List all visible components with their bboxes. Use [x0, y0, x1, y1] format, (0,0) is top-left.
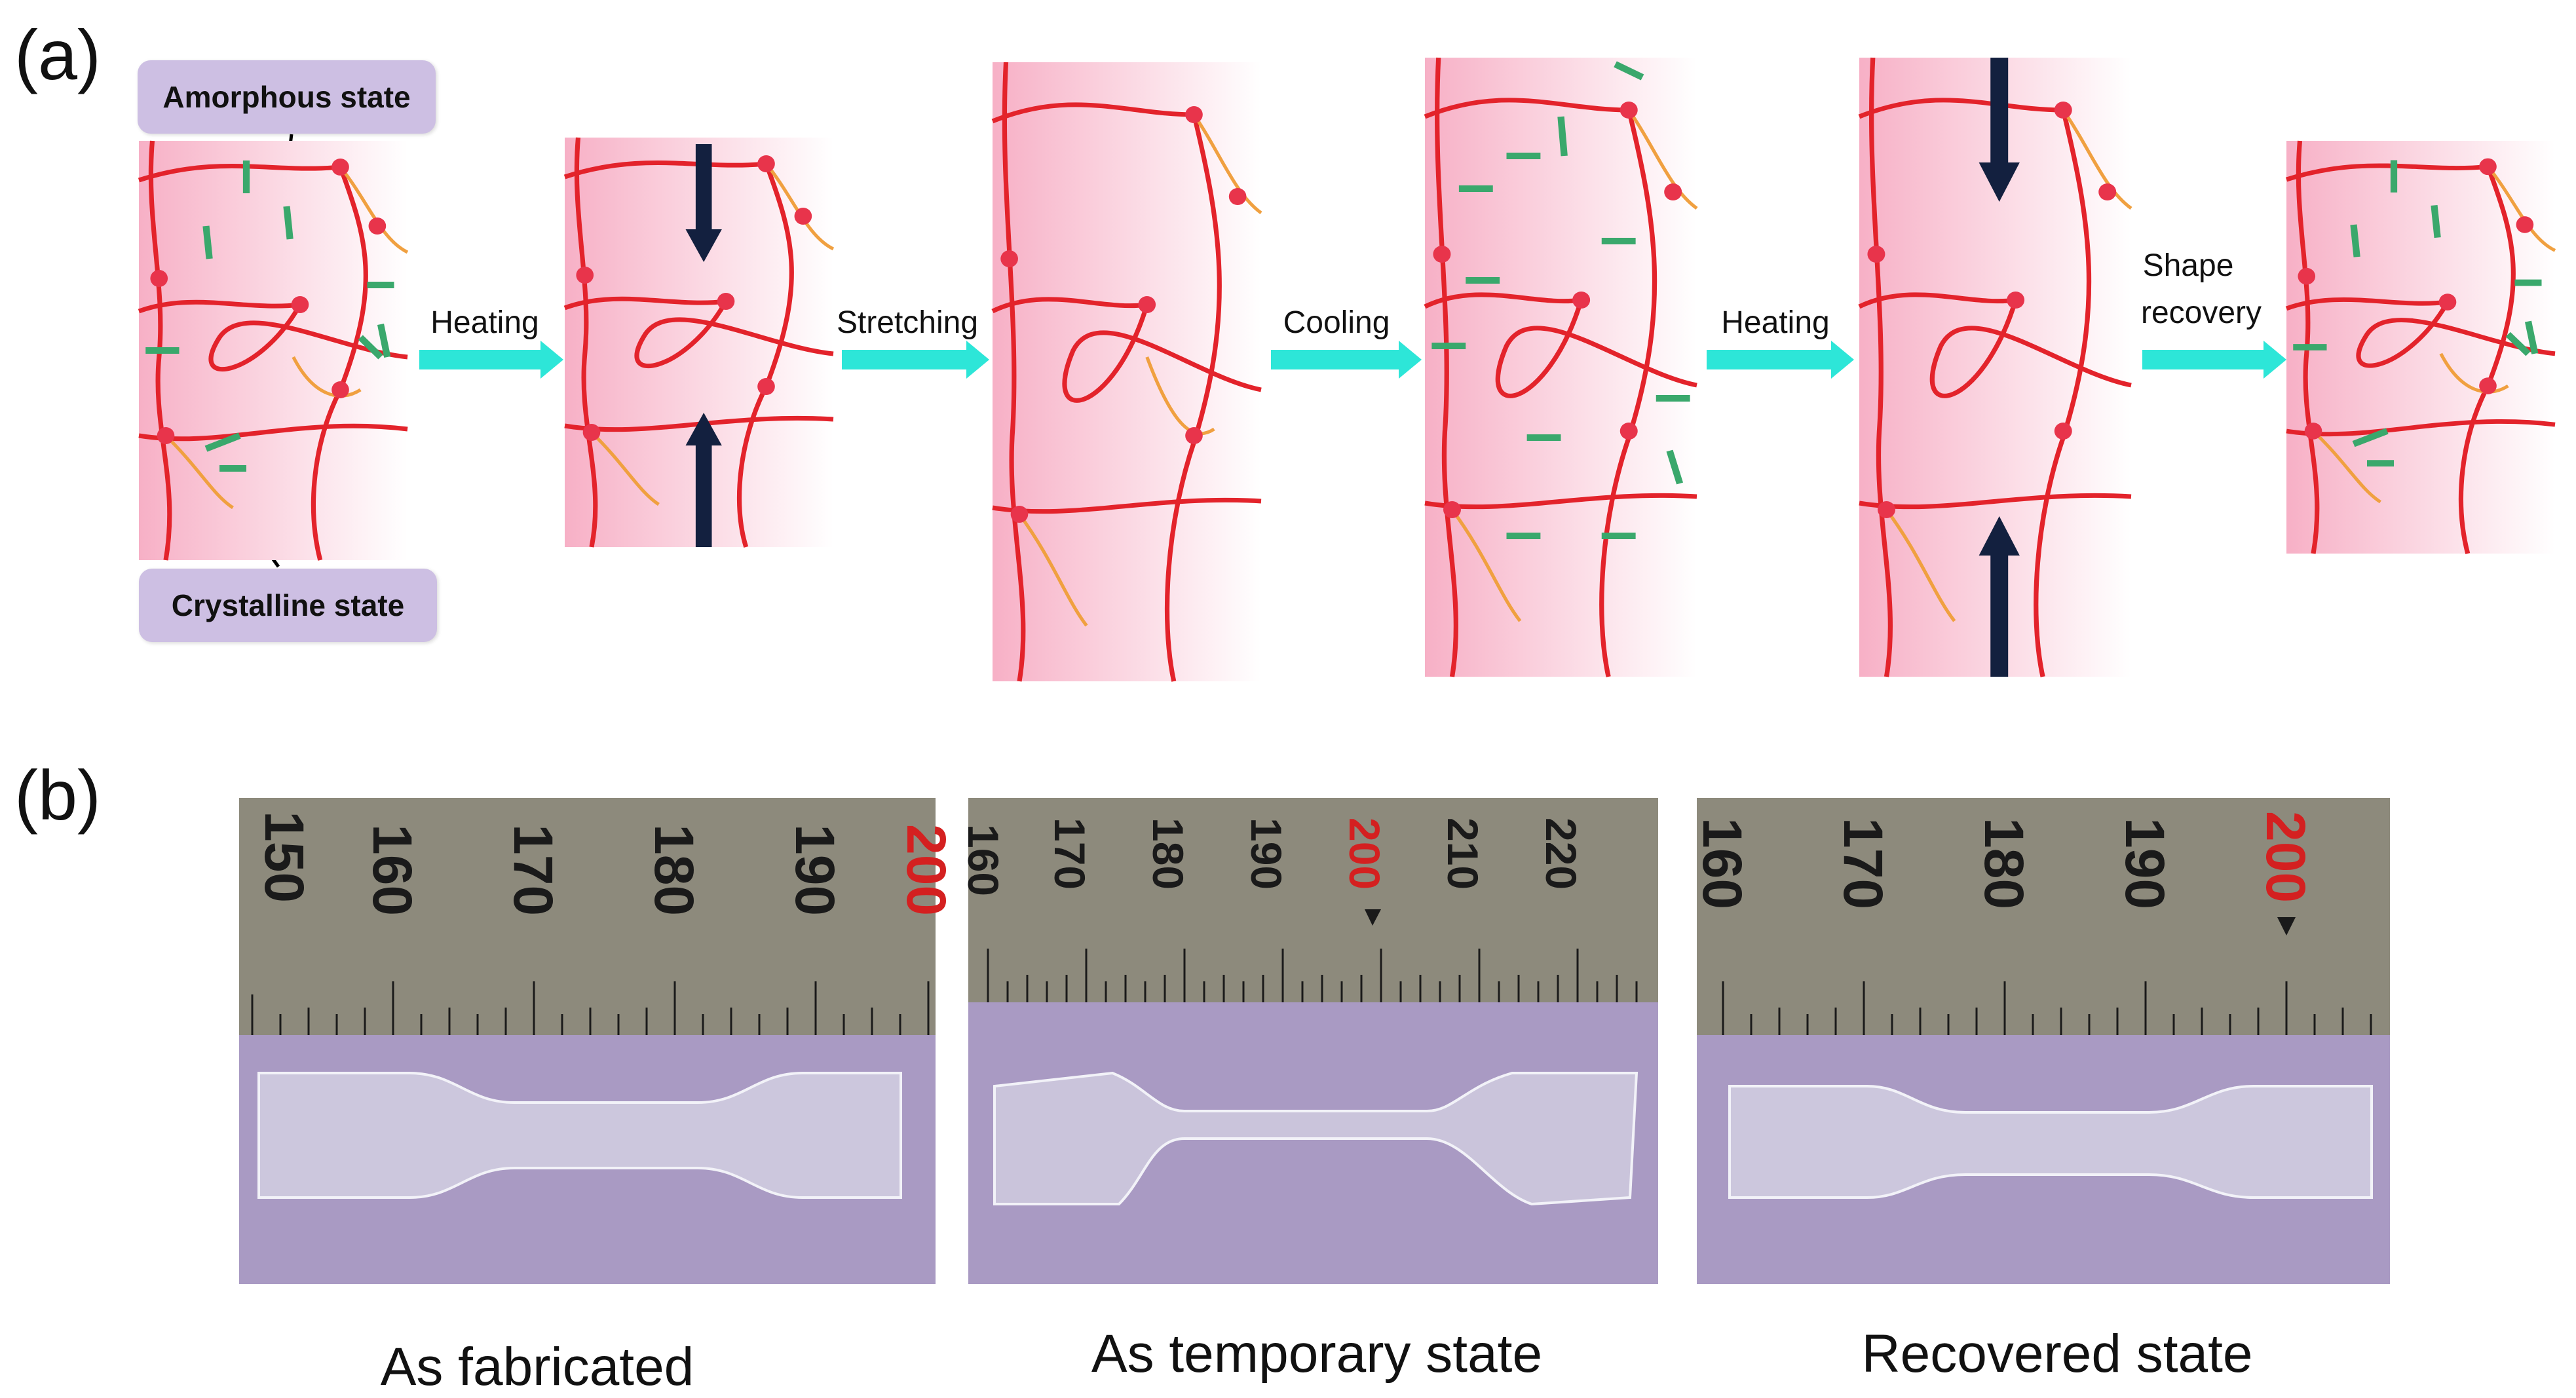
- photo-as-fabricated: 150 160 170 180 190 200: [239, 798, 957, 1284]
- tick-label: 160: [1692, 818, 1753, 909]
- tick-label: 170: [1046, 818, 1094, 890]
- step-label-recovery: recovery: [2140, 295, 2262, 330]
- specimen: [993, 1071, 1638, 1206]
- tick-label-highlight: 200: [896, 824, 957, 916]
- tick-label: 170: [502, 824, 564, 916]
- network-initial: [138, 140, 409, 561]
- tick-label: 160: [362, 824, 423, 916]
- compress-arrows: [1979, 58, 2020, 677]
- amorphous-state-tag: Amorphous state: [138, 60, 436, 134]
- ruler: [1697, 798, 2390, 1035]
- tick-label: 180: [1973, 818, 2035, 909]
- panel-b-label: (b): [14, 755, 101, 835]
- tick-label: 190: [2114, 818, 2176, 909]
- tick-label: 150: [254, 811, 315, 903]
- step-label-cooling: Cooling: [1283, 305, 1390, 340]
- caption-as-fabricated: As fabricated: [380, 1337, 694, 1397]
- zero-marker: [2277, 917, 2296, 935]
- compress-arrows: [685, 144, 722, 547]
- tick-label: 160: [959, 824, 1008, 896]
- tick-label: 170: [1832, 818, 1894, 909]
- tick-label: 190: [784, 824, 846, 916]
- ruler: [968, 798, 1658, 1002]
- tick-label: 180: [1144, 818, 1192, 890]
- network-heated: [563, 137, 835, 548]
- network-stretched: [991, 62, 1262, 682]
- photo-temporary-state: 160 170 180 190 200 210 220: [959, 798, 1658, 1284]
- step-label-shape: Shape: [2142, 248, 2234, 283]
- tick-label-highlight: 200: [2255, 811, 2317, 903]
- zero-marker: [1365, 909, 1381, 926]
- step-label-stretching: Stretching: [836, 305, 979, 340]
- tick-label: 220: [1537, 818, 1585, 890]
- ruler: [239, 798, 936, 1035]
- step-label-heating-1: Heating: [430, 305, 539, 340]
- caption-recovered-state: Recovered state: [1861, 1324, 2253, 1384]
- network-cooled: [1424, 57, 1698, 677]
- panel-a-label: (a): [14, 15, 101, 94]
- network-recovered: [2285, 140, 2556, 554]
- tick-label: 210: [1439, 818, 1487, 890]
- tick-label-highlight: 200: [1340, 818, 1389, 890]
- network-reheated: [1858, 57, 2132, 677]
- crystalline-state-tag: Crystalline state: [139, 569, 437, 642]
- photo-recovered-state: 160 170 180 190 200: [1692, 798, 2390, 1284]
- step-label-heating-2: Heating: [1721, 305, 1830, 340]
- specimen: [257, 1072, 902, 1199]
- specimen: [1728, 1085, 2373, 1199]
- tick-label: 190: [1242, 818, 1291, 890]
- caption-temporary-state: As temporary state: [1091, 1324, 1543, 1384]
- tick-label: 180: [643, 824, 705, 916]
